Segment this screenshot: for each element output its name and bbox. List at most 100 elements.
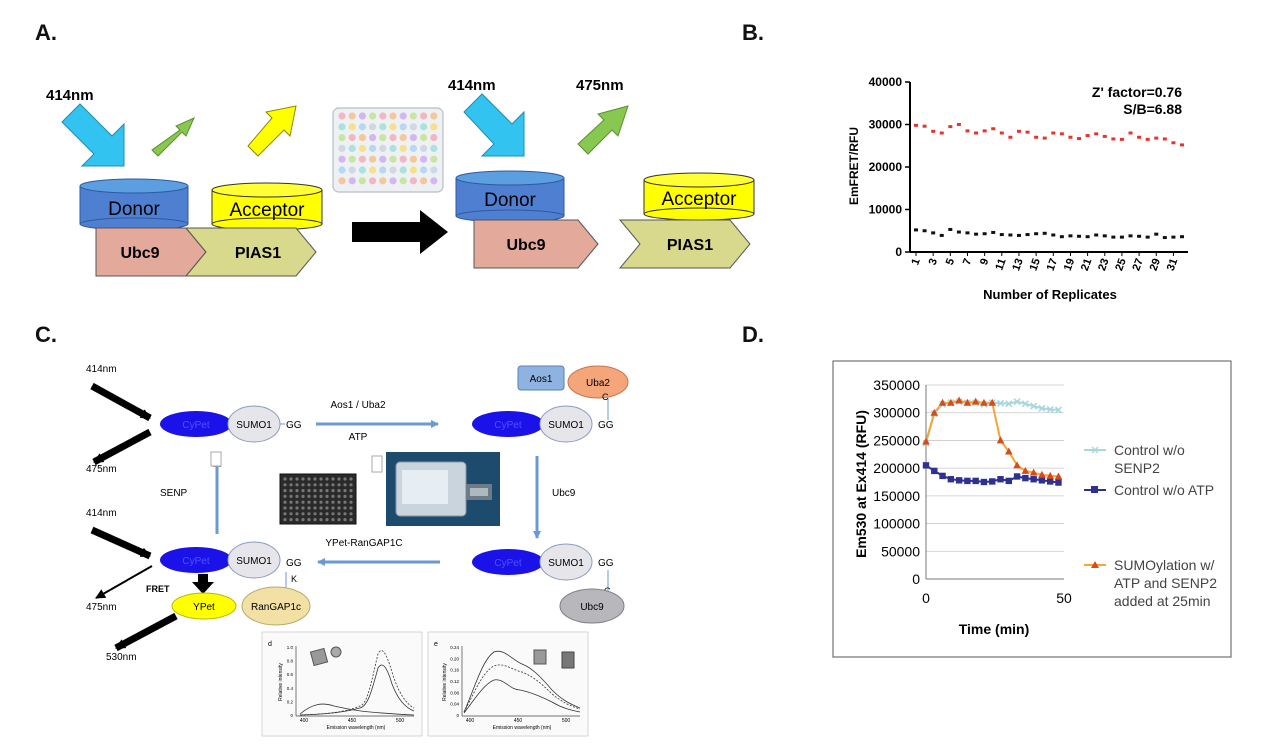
d-point-square [980,478,988,486]
dark-plate-well [319,518,323,522]
dark-plate-well [337,494,341,498]
plate-well [430,144,438,152]
dark-plate-well [331,512,335,516]
uba2-ellipse [567,365,629,399]
ubc9-ellipse-label: Ubc9 [580,602,604,613]
dark-plate-well [349,500,353,504]
dark-plate-well [283,489,287,493]
plate-well [348,144,356,152]
b-point-high [1111,137,1116,141]
plate-well [348,112,356,120]
plate-well [369,155,377,163]
dark-plate-well [295,506,299,510]
b-xtick-label: 7 [961,257,974,267]
b-xtick-label: 3 [927,257,940,267]
b-xtick-label: 29 [1148,257,1163,273]
dark-plate-well [331,518,335,522]
dark-plate-well [331,477,335,481]
plate-well [348,166,356,174]
dark-plate-well [295,483,299,487]
plate-well [369,177,377,185]
plate-well [389,134,397,142]
plate-well [369,134,377,142]
dark-plate-well [337,489,341,493]
plate-well [409,155,417,163]
plate-well [399,134,407,142]
d-ytick-label: 100000 [873,516,920,532]
d-point-triangle [955,396,963,404]
d-y-axis-label: Em530 at Ex414 (RFU) [853,410,869,558]
b-point-high [939,131,944,135]
dark-plate-well [283,500,287,504]
d-ytick-label: 300000 [873,405,920,421]
dark-plate-well [283,506,287,510]
dark-plate-well [319,494,323,498]
b-point-high [914,123,918,127]
ypet-ellipse [171,592,237,620]
384-well-plate-photo [279,473,357,525]
b-point-high [1154,136,1159,140]
b-xtick-label: 19 [1062,257,1077,273]
d-ytick-label: 0 [912,571,920,587]
plate-well [338,166,346,174]
panel-c: C. 414nm 475nm CyPet SUMO1 GG Aos1 / Uba… [35,322,629,737]
d-point-triangle [963,398,972,406]
cypet-tl [160,411,232,437]
panel-b-label: B. [742,20,764,45]
dark-plate-well [289,477,293,481]
spec-ytick: 1.0 [287,645,294,650]
dark-plate-well [319,477,323,481]
cypet-tr-label: CyPet [494,420,521,431]
b-point-high [948,125,953,129]
c-emission-bottom: 475nm [86,602,117,613]
gg-bl-label: GG [286,558,302,569]
dark-plate-well [337,483,341,487]
dark-plate-well [325,500,329,504]
b-point-low [1180,235,1184,239]
ubc9-label-right: Ubc9 [506,237,545,254]
b-point-low [1059,235,1064,239]
dark-plate-well [307,500,311,504]
spec-ytick: 0.6 [287,672,294,677]
dark-plate-well [301,477,305,481]
b-ytick-label: 0 [895,245,902,259]
d-point-square [1013,473,1021,480]
c-excitation-arrow-top [90,382,152,422]
d-frame [832,360,1232,658]
d-point-triangle [980,398,988,406]
b-ytick-label: 10000 [869,203,903,217]
plate-well [389,155,397,163]
plate-well [348,177,356,185]
plate-well [379,123,387,131]
fret-arrow [192,574,214,594]
panel-a-label: A. [35,20,57,45]
dark-plate-well [301,500,305,504]
b-point-high [999,131,1004,135]
plate-well [379,166,387,174]
d-point-square [1038,477,1046,484]
b-point-low [914,228,918,232]
dark-plate-well [307,506,311,510]
b-point-high [982,129,987,133]
dark-plate-well [343,518,347,522]
b-point-low [1042,231,1047,235]
b-point-high [1085,134,1090,138]
d-x-axis-label: Time (min) [959,621,1030,637]
dark-plate-well [343,506,347,510]
dark-plate-well [301,518,305,522]
dark-plate-well [325,477,329,481]
dark-plate-well [331,500,335,504]
plate-well [399,112,407,120]
plate-well [389,166,397,174]
d-point-square [997,476,1004,483]
b-point-low [1154,232,1159,236]
dark-plate-well [283,518,287,522]
dark-plate-well [319,500,323,504]
dark-plate-well [295,494,299,498]
plate-well [389,123,397,131]
sumo1-tr [539,405,593,443]
dark-plate-well [325,506,329,510]
uba2-label: Uba2 [586,378,610,389]
d-xtick-label: 0 [922,590,930,606]
panel-c-label: C. [35,322,57,347]
